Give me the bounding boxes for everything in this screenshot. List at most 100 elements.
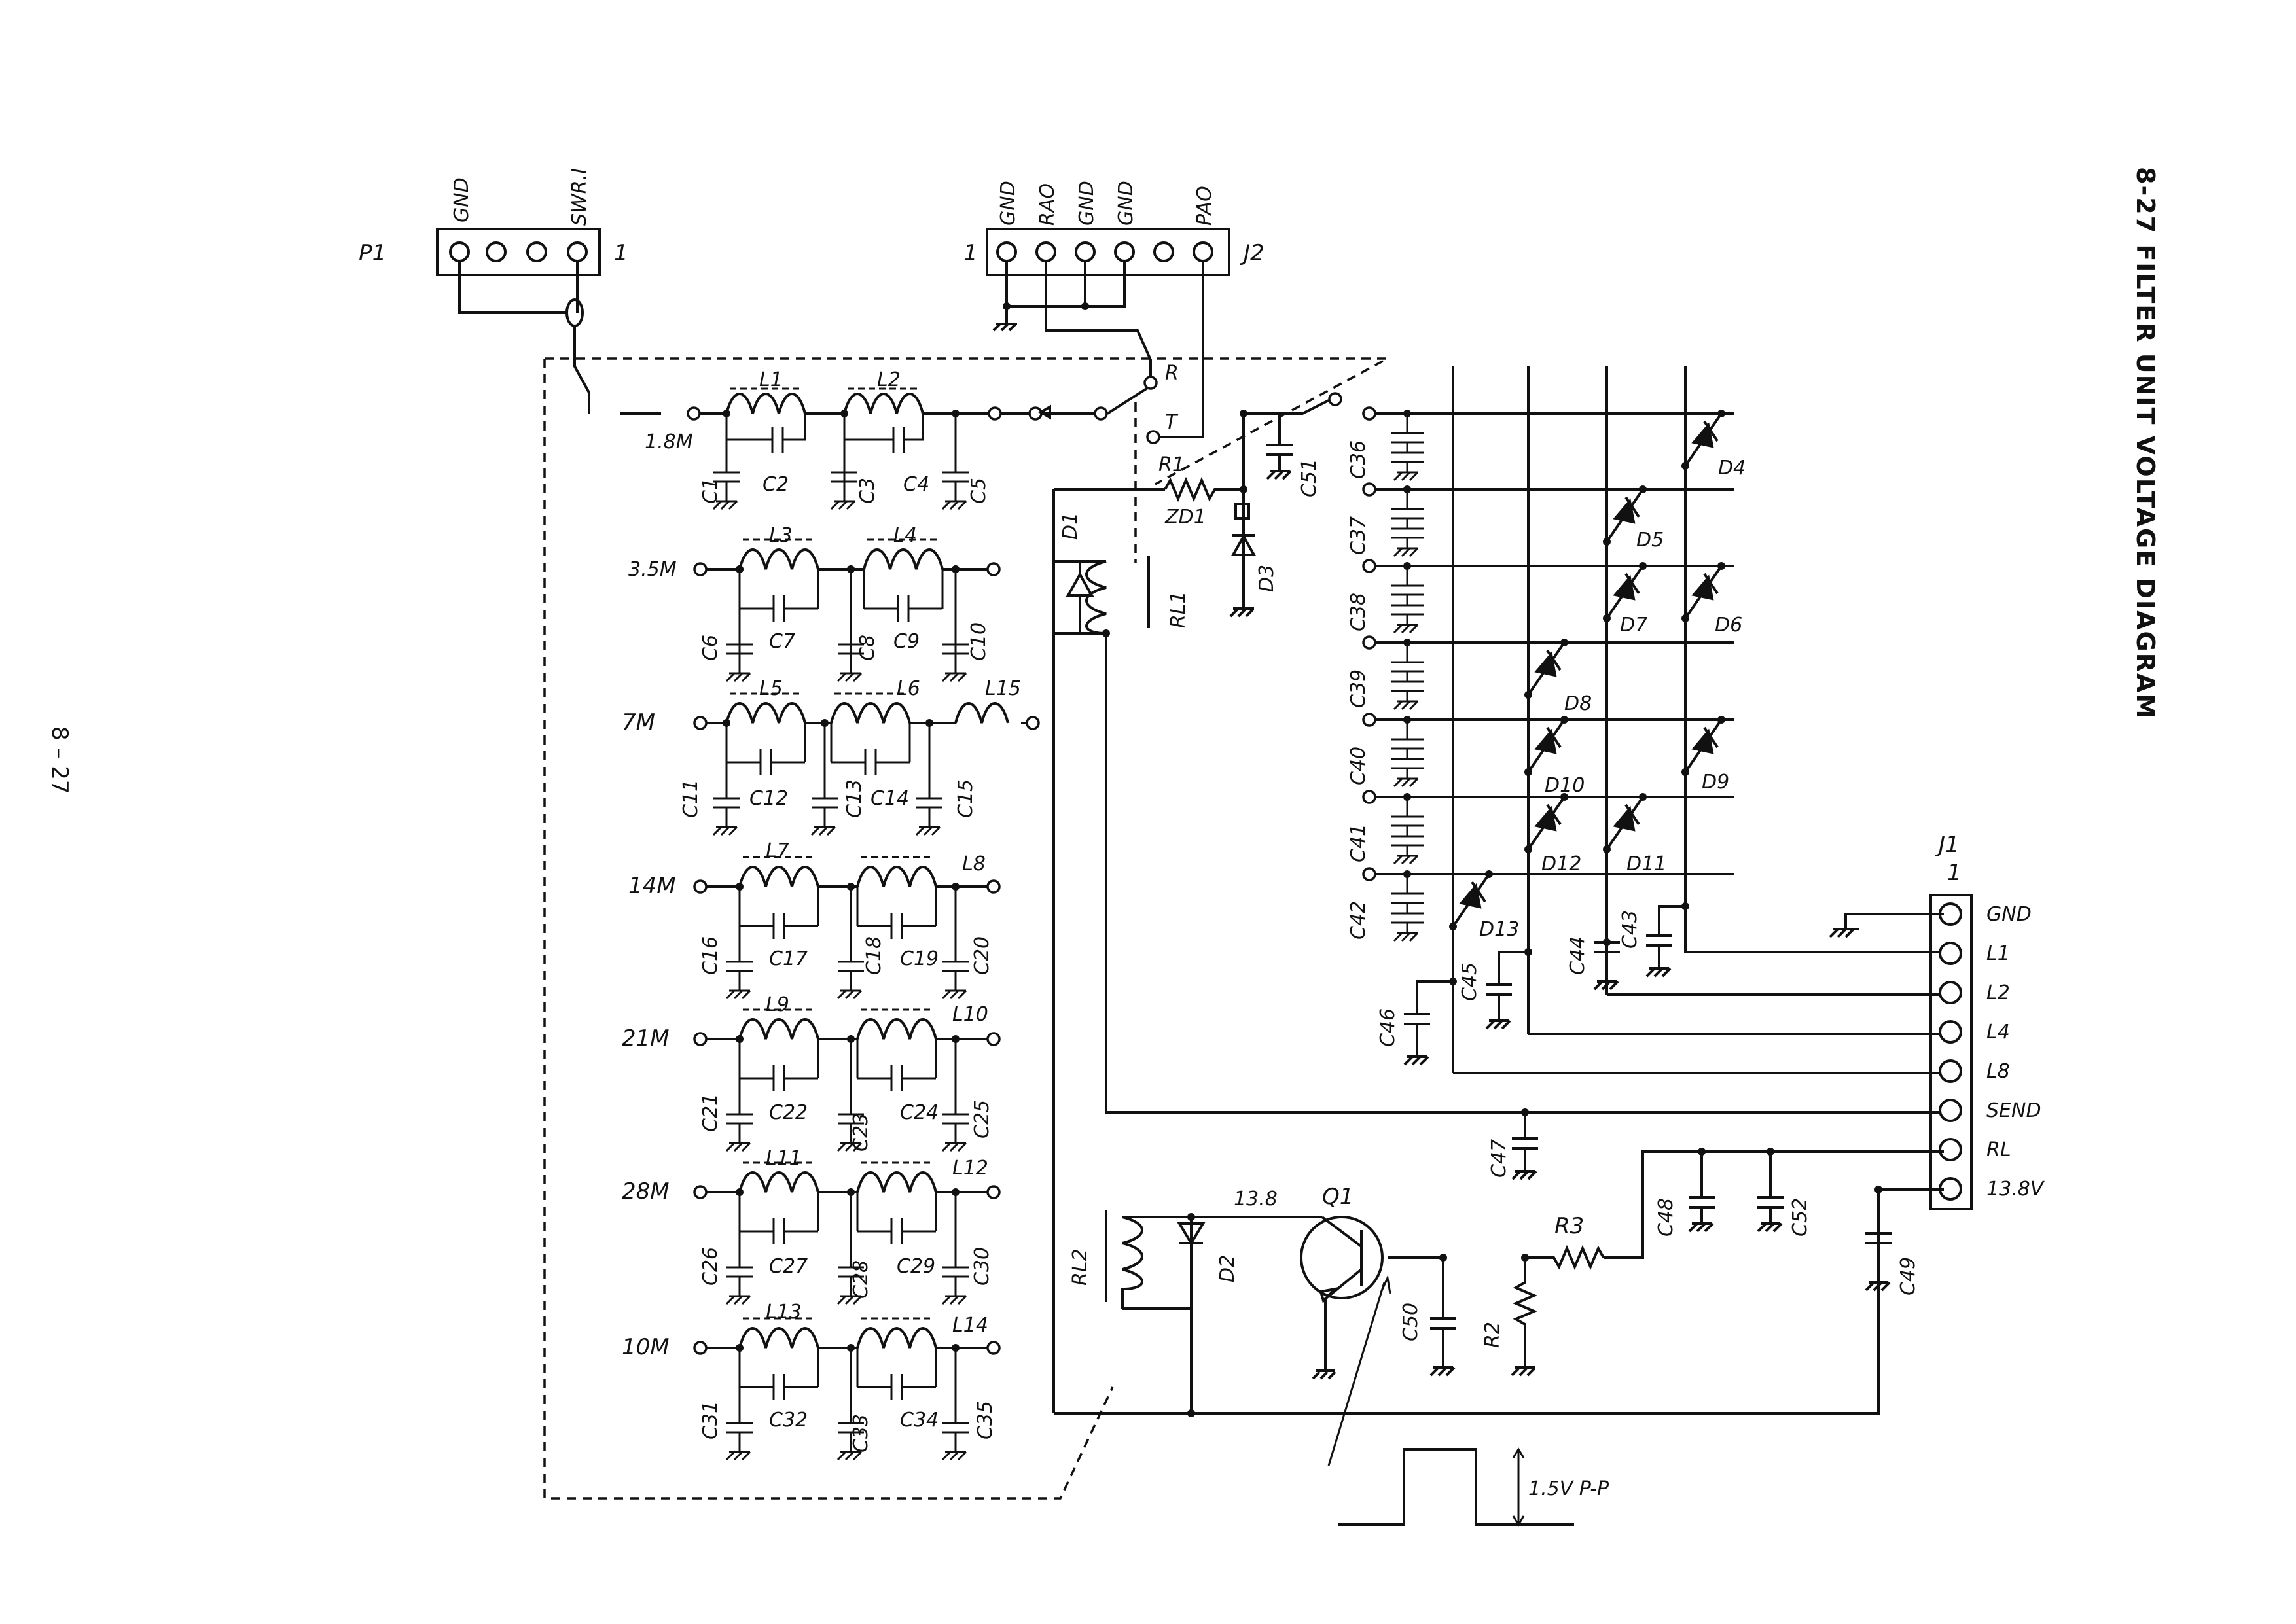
cap-c26: C26 — [699, 1247, 722, 1286]
cap-c28: C28 — [850, 1260, 872, 1299]
cap-c51: C51 — [1298, 459, 1321, 497]
cap-c9: C9 — [893, 630, 920, 653]
j1-pin-gnd: GND — [1986, 903, 2032, 926]
cap-c3: C3 — [856, 478, 879, 504]
band-label-14m: 14M — [628, 873, 676, 899]
diode-d9: D9 — [1702, 771, 1729, 794]
cap-c14: C14 — [870, 787, 909, 810]
connector-j1-name: J1 — [1935, 832, 1960, 858]
cap-c23: C23 — [850, 1113, 872, 1152]
connector-p1-pin1: 1 — [614, 240, 628, 266]
waveform-amplitude: 1.5V P-P — [1528, 1477, 1609, 1500]
band-label-10m: 10M — [622, 1334, 670, 1360]
j1-pin-send: SEND — [1986, 1099, 2041, 1122]
cap-c42: C42 — [1347, 901, 1370, 940]
cap-c35: C35 — [974, 1401, 997, 1439]
diode-d12: D12 — [1541, 853, 1581, 875]
filter-unit-outline — [543, 357, 1388, 1500]
driver-section: C47 C48 C52 C49 R3 R2 C50 Q1 13.8 — [1054, 1108, 1944, 1466]
relay-section: R T R1 C51 ZD1 D3 D1 RL1 — [956, 362, 1944, 1413]
cap-c49: C49 — [1897, 1257, 1920, 1296]
diode-d4: D4 — [1718, 457, 1746, 480]
diode-d6: D6 — [1715, 614, 1742, 637]
cap-c39: C39 — [1347, 669, 1370, 708]
connector-j2: 1 J2 GND RAO GND GND PAO — [963, 181, 1265, 438]
j1-pin-l1: L1 — [1986, 942, 2010, 965]
relay-contact-r: R — [1165, 362, 1179, 385]
cap-c40: C40 — [1347, 747, 1370, 785]
transistor-q1: Q1 — [1322, 1184, 1354, 1210]
band-label-28m: 28M — [622, 1178, 670, 1205]
band-14m: 14M L7 L8 C17 C16 C18 C19 C20 — [628, 839, 1001, 975]
cap-c24: C24 — [900, 1101, 939, 1124]
cap-c6: C6 — [699, 635, 722, 661]
cap-c48: C48 — [1655, 1198, 1677, 1237]
band-1-8m: 1.8M L1 L2 C2 C1 C3 C4 C5 — [620, 368, 990, 504]
cap-c32: C32 — [769, 1409, 808, 1432]
inductor-l2: L2 — [877, 368, 901, 391]
diode-d7: D7 — [1620, 614, 1647, 637]
diode-d13: D13 — [1479, 918, 1519, 941]
cap-c21: C21 — [699, 1093, 722, 1132]
diode-d5: D5 — [1636, 529, 1664, 552]
cap-c52: C52 — [1789, 1198, 1812, 1237]
q1-collector-voltage: 13.8 — [1234, 1188, 1278, 1210]
cap-c12: C12 — [749, 787, 788, 810]
cap-c37: C37 — [1347, 516, 1370, 555]
cap-c22: C22 — [769, 1101, 808, 1124]
j2-pin-pao: PAO — [1193, 186, 1216, 226]
band-21m: 21M L9 L10 C22 C21 C23 C24 C25 — [622, 993, 1001, 1152]
relay-contact-t: T — [1165, 411, 1179, 434]
cap-c5: C5 — [967, 478, 990, 504]
connector-j1: J1 1 GND L1 L2 L4 L8 SEND RL 13.8V — [1829, 832, 2045, 1210]
cap-c10: C10 — [967, 622, 990, 661]
cap-c29: C29 — [897, 1255, 935, 1278]
p1-pin-swri: SWR.I — [568, 168, 591, 226]
cap-c45: C45 — [1458, 962, 1481, 1001]
cap-c30: C30 — [971, 1247, 994, 1286]
diagram-title: 8-27 FILTER UNIT VOLTAGE DIAGRAM — [2131, 167, 2160, 720]
j1-pin-rl: RL — [1986, 1139, 2011, 1161]
inductor-l6: L6 — [897, 677, 920, 700]
cap-c46: C46 — [1376, 1008, 1399, 1047]
p1-pin-gnd: GND — [450, 177, 473, 222]
band-label-21m: 21M — [622, 1025, 670, 1051]
relay-rl1: RL1 — [1167, 591, 1190, 628]
resistor-r2: R2 — [1481, 1322, 1504, 1348]
inductor-l15: L15 — [985, 677, 1021, 700]
inductor-l1: L1 — [759, 368, 783, 391]
j2-pin-gnd2: GND — [1075, 181, 1098, 226]
zener-zd1: ZD1 — [1164, 506, 1206, 529]
diode-d1: D1 — [1059, 512, 1082, 540]
cap-c31: C31 — [699, 1401, 722, 1439]
cap-c7: C7 — [769, 630, 795, 653]
cap-c47: C47 — [1488, 1139, 1511, 1178]
cap-c17: C17 — [769, 947, 808, 970]
diode-d3: D3 — [1255, 565, 1278, 592]
cap-c4: C4 — [903, 473, 929, 496]
cap-c16: C16 — [699, 936, 722, 975]
inductor-l4: L4 — [893, 524, 917, 547]
cap-c8: C8 — [856, 635, 879, 661]
j2-pin-gnd1: GND — [997, 181, 1020, 226]
diode-d2: D2 — [1216, 1255, 1239, 1282]
band-filters: 1.8M L1 L2 C2 C1 C3 C4 C5 3.5M L3 — [620, 368, 1040, 1461]
band-28m: 28M L11 L12 C27 C26 C28 C29 C30 — [622, 1147, 1001, 1299]
connector-j2-name: J2 — [1240, 240, 1265, 266]
cap-c44: C44 — [1566, 936, 1589, 975]
inductor-l10: L10 — [952, 1003, 988, 1026]
j1-pin-l4: L4 — [1986, 1021, 2010, 1044]
waveform-indicator: 1.5V P-P — [1338, 1447, 1609, 1527]
diode-d10: D10 — [1545, 774, 1585, 797]
cap-c50: C50 — [1399, 1303, 1422, 1341]
inductor-l13: L13 — [766, 1301, 802, 1324]
cap-c20: C20 — [971, 936, 994, 975]
resistor-r1: R1 — [1158, 453, 1185, 476]
cap-c18: C18 — [863, 936, 886, 975]
cap-c27: C27 — [769, 1255, 808, 1278]
cap-c38: C38 — [1347, 593, 1370, 631]
j1-pin-l8: L8 — [1986, 1060, 2010, 1083]
cap-c11: C11 — [679, 779, 702, 818]
